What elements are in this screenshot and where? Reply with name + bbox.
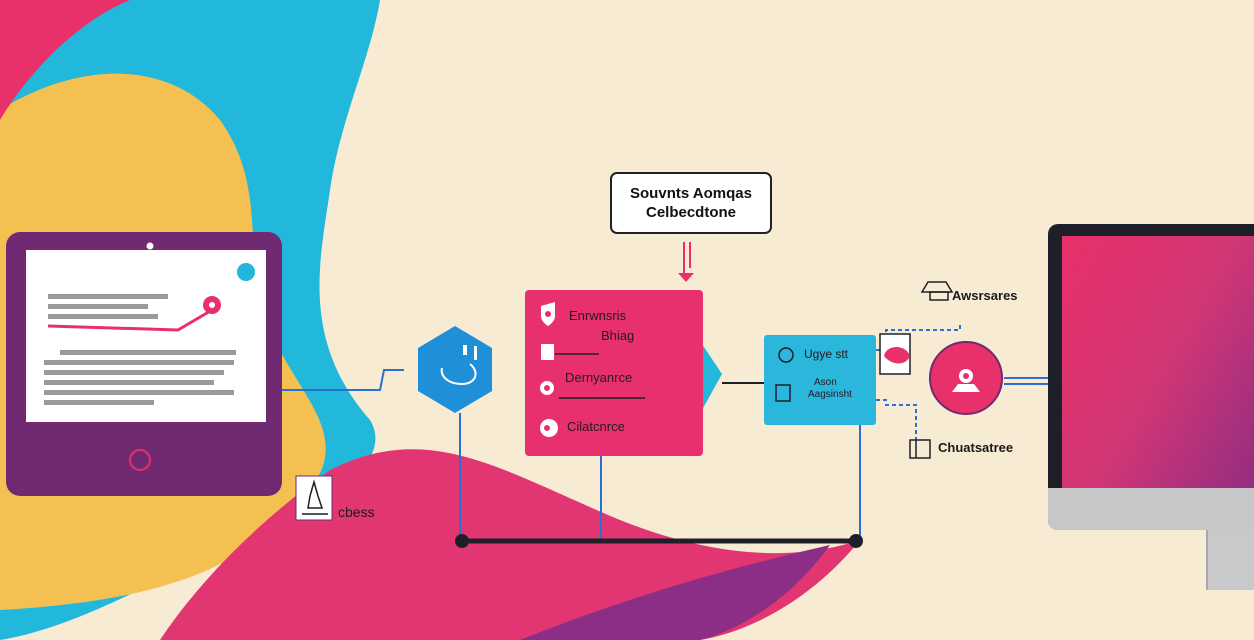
bus-node-right	[849, 534, 863, 548]
callout-box: Souvnts Aomqas Celbecdtone	[610, 172, 772, 234]
monitor-chin	[1048, 488, 1254, 530]
pen-stand-icon	[295, 475, 333, 521]
purple-wave-bottom	[520, 545, 830, 640]
label-bottom-right: Chuatsatree	[938, 440, 1014, 455]
clipboard-icon	[909, 439, 931, 459]
pink-card-row-2: Bhiag	[601, 328, 635, 343]
circle-node	[929, 341, 1003, 415]
hat-icon	[920, 281, 954, 301]
file-icon	[775, 384, 791, 402]
pink-card-row-4: Cilatcnrce	[567, 419, 625, 434]
blue-card-icons	[775, 347, 794, 402]
connector-blue-top	[876, 324, 961, 351]
pink-card-row-1: Enrwnsris	[569, 308, 627, 323]
pink-card-row-3: Dernyanrce	[565, 370, 633, 385]
blue-process-card: Ugye stt Ason Aagsinsht	[764, 335, 876, 425]
label-top-right: Awsrsares	[952, 288, 1018, 303]
tablet-device	[6, 232, 282, 496]
pink-card-icons	[540, 302, 645, 437]
callout-arrow-head	[678, 273, 694, 282]
blue-card-row-1: Ugye stt	[804, 347, 849, 361]
user-icon	[778, 347, 794, 363]
monitor-screen	[1062, 236, 1254, 488]
label-bottom-left: cbess	[338, 504, 375, 520]
hexagon-node	[418, 326, 492, 413]
connector-blue-bottom	[876, 399, 917, 440]
chat-icon-small	[879, 333, 911, 375]
connector-tablet-hexagon	[282, 369, 404, 391]
callout-line-2: Celbecdtone	[645, 204, 736, 221]
callout-line-1: Souvnts Aomqas	[630, 185, 752, 202]
monitor-stand	[1206, 530, 1254, 590]
bus-node-left	[455, 534, 469, 548]
pink-wave-top	[0, 0, 130, 120]
blue-card-row-2: Ason	[814, 377, 837, 388]
pink-process-card: Enrwnsris Bhiag Dernyanrce Cilatcnrce	[525, 290, 703, 456]
document-icon	[541, 344, 554, 360]
blue-card-row-3: Aagsinsht	[808, 389, 852, 400]
